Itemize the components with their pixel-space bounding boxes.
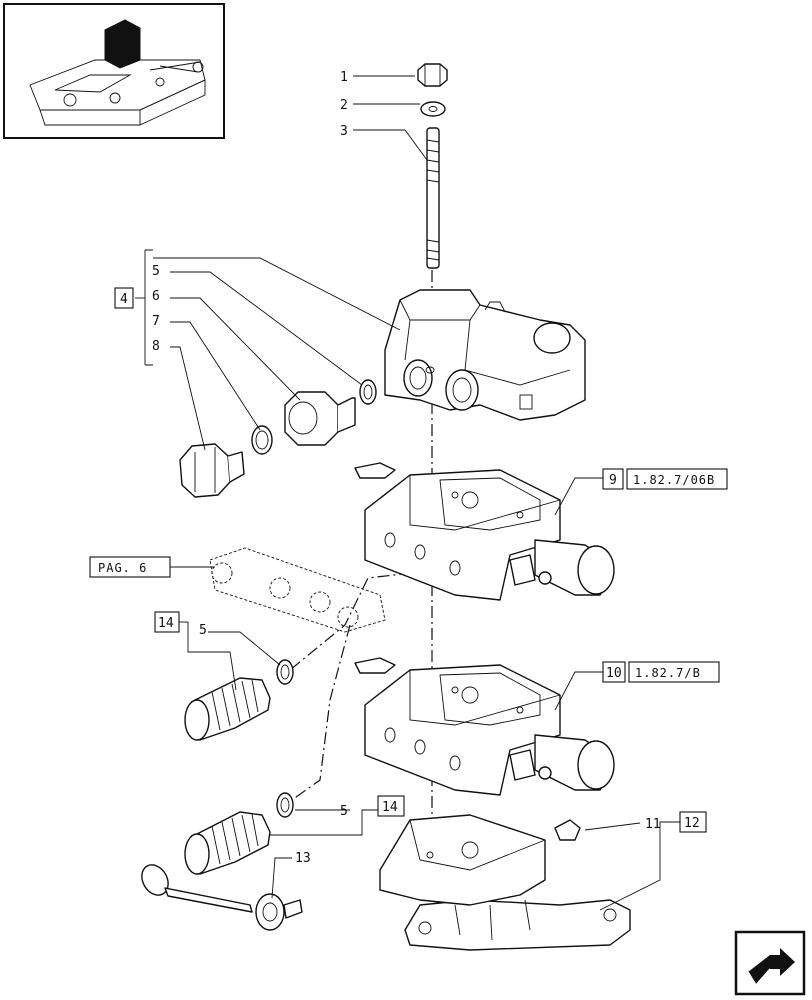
callout-4-box xyxy=(114,287,134,309)
callout-9: 9 xyxy=(609,473,617,488)
callout-1: 1 xyxy=(340,70,348,85)
part-washer xyxy=(420,101,446,117)
callout-14-lower: 14 xyxy=(382,800,398,815)
reference-9-box xyxy=(626,468,728,490)
callout-2: 2 xyxy=(340,98,348,113)
callout-5-coupler-lower: 5 xyxy=(340,804,348,819)
part-inlet-cover-block xyxy=(384,289,586,421)
part-outlet-block xyxy=(379,814,631,951)
callout-7: 7 xyxy=(152,314,160,329)
callout-6: 6 xyxy=(152,289,160,304)
callout-14-lower-box xyxy=(377,795,405,817)
callout-9-box xyxy=(602,468,624,490)
callout-3: 3 xyxy=(340,124,348,139)
leader-lines xyxy=(135,75,680,911)
callout-5-upper: 5 xyxy=(152,264,160,279)
callout-10: 10 xyxy=(606,666,622,681)
reference-9: 1.82.7/06B xyxy=(633,473,715,487)
tractor-hydraulic-lift-thumbnail xyxy=(29,19,206,126)
page-reference: PAG. 6 xyxy=(98,561,147,575)
part-quick-coupler-upper xyxy=(184,677,271,741)
part-nut xyxy=(417,63,448,87)
part-dust-cap xyxy=(141,864,303,931)
part-bracket-reference xyxy=(209,547,386,633)
thumbnail-frame xyxy=(3,3,225,139)
callout-14-upper: 14 xyxy=(158,616,174,631)
part-seal-ring xyxy=(251,425,273,455)
part-quick-coupler-lower xyxy=(184,811,271,875)
callout-11: 11 xyxy=(645,817,661,832)
part-o-ring-coupler-lower xyxy=(276,792,294,818)
callout-4: 4 xyxy=(120,292,128,307)
callout-5-coupler-upper: 5 xyxy=(199,623,207,638)
callout-13: 13 xyxy=(295,851,311,866)
part-o-ring-upper xyxy=(359,379,377,405)
callout-labels: 1 2 3 4 5 6 7 8 9 1.82.7/06B 10 1.82.7/B… xyxy=(89,70,728,866)
part-adapter xyxy=(284,391,356,446)
part-o-ring-coupler-upper xyxy=(276,659,294,685)
reference-10: 1.82.7/B xyxy=(635,666,701,680)
callout-12-box xyxy=(679,811,707,833)
part-plug xyxy=(179,443,245,498)
callout-12: 12 xyxy=(684,816,700,831)
callout-10-box xyxy=(602,661,626,683)
callout-8: 8 xyxy=(152,339,160,354)
plug-axis-line-lower xyxy=(284,624,351,806)
reference-10-box xyxy=(628,661,720,683)
part-stud xyxy=(426,127,440,269)
part-control-valve-upper xyxy=(354,462,615,601)
page-reference-box xyxy=(89,556,171,578)
plug-axis-line-upper xyxy=(289,567,456,671)
part-control-valve-lower xyxy=(354,657,615,796)
next-page-arrow-icon[interactable] xyxy=(734,930,806,996)
callout-14-upper-box xyxy=(154,611,180,633)
